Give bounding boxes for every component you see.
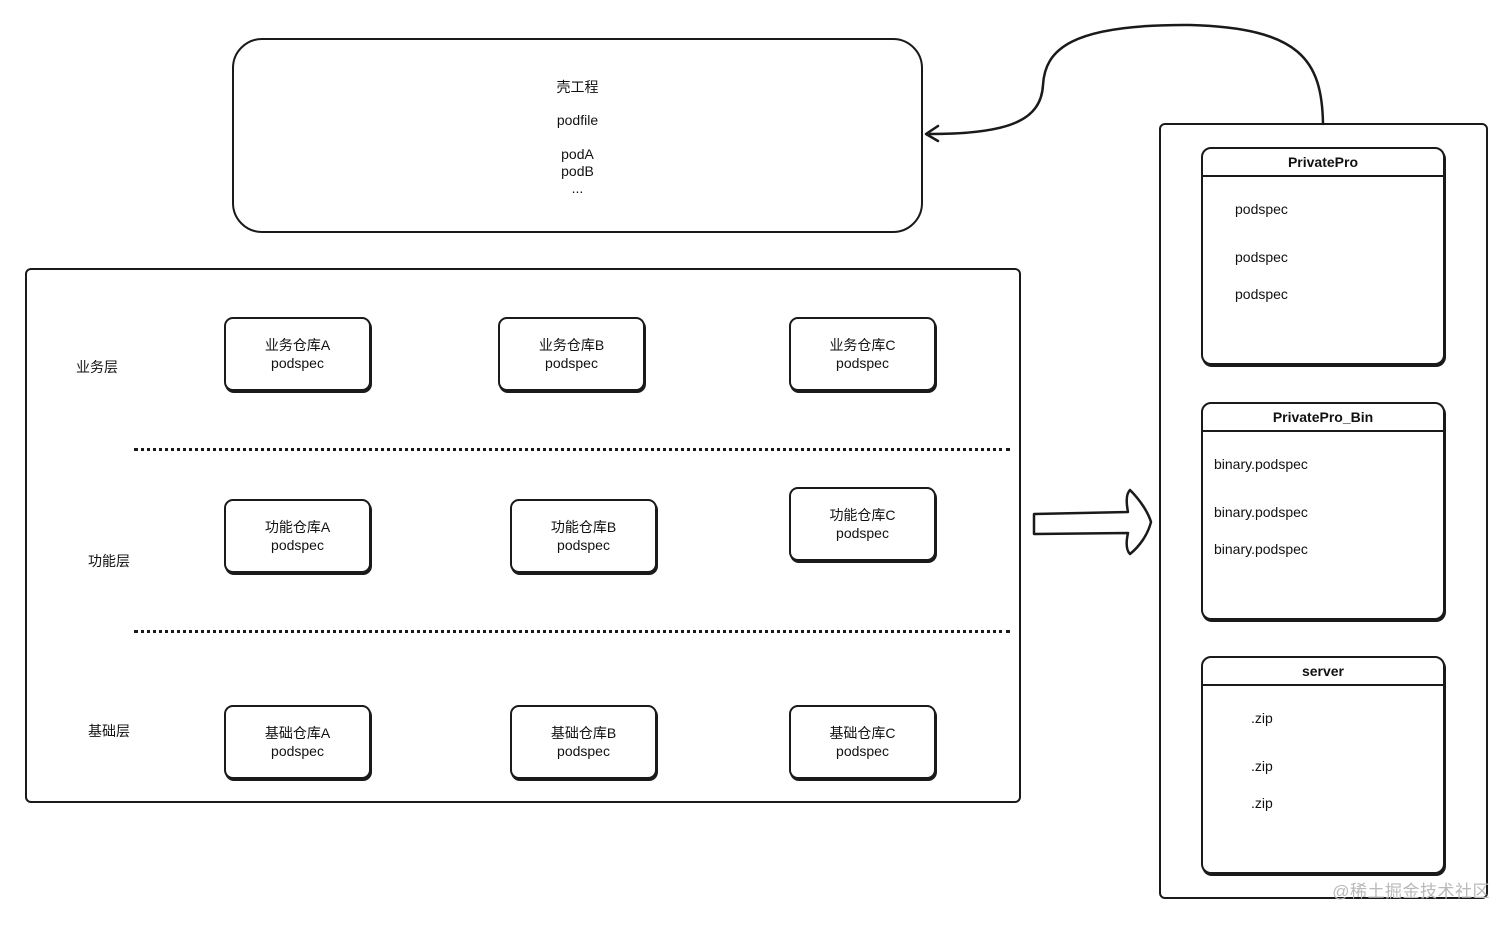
repo-name: 基础仓库B	[550, 725, 617, 741]
privatepro-bin-table: PrivatePro_Bin binary.podspec binary.pod…	[1201, 402, 1445, 620]
repo-name: 业务仓库A	[264, 337, 331, 353]
table-row: .zip	[1251, 758, 1273, 774]
repo-base-a: 基础仓库A podspec	[224, 705, 371, 779]
table-title: server	[1203, 658, 1443, 686]
repo-name: 基础仓库A	[264, 725, 331, 741]
table-row: podspec	[1235, 201, 1288, 217]
repo-spec: podspec	[836, 743, 889, 759]
table-row: binary.podspec	[1214, 541, 1308, 557]
repo-function-b: 功能仓库B podspec	[510, 499, 657, 573]
server-table: server .zip .zip .zip	[1201, 656, 1445, 874]
repo-spec: podspec	[271, 355, 324, 371]
repo-function-a: 功能仓库A podspec	[224, 499, 371, 573]
repo-spec: podspec	[271, 743, 324, 759]
repo-function-c: 功能仓库C podspec	[789, 487, 936, 561]
repo-name: 基础仓库C	[829, 725, 896, 741]
repo-base-b: 基础仓库B podspec	[510, 705, 657, 779]
table-title: PrivatePro	[1203, 149, 1443, 177]
curved-arrow	[928, 23, 1325, 136]
watermark: @稀土掘金技术社区	[1332, 882, 1490, 901]
table-row: binary.podspec	[1214, 456, 1308, 472]
repo-spec: podspec	[836, 355, 889, 371]
repo-business-a: 业务仓库A podspec	[224, 317, 371, 391]
table-row: podspec	[1235, 249, 1288, 265]
layer-divider	[134, 630, 1010, 633]
repo-spec: podspec	[557, 537, 610, 553]
shell-podfile: podfile	[556, 112, 599, 128]
table-row: .zip	[1251, 710, 1273, 726]
repo-base-c: 基础仓库C podspec	[789, 705, 936, 779]
block-arrow-right	[1032, 488, 1153, 556]
table-row: .zip	[1251, 795, 1273, 811]
table-row: podspec	[1235, 286, 1288, 302]
curved-arrow-head	[924, 124, 940, 143]
shell-project-box: 壳工程 podfile podA podB ...	[232, 38, 923, 233]
shell-pod-b: podB	[561, 163, 594, 179]
repo-business-b: 业务仓库B podspec	[498, 317, 645, 391]
repo-spec: podspec	[557, 743, 610, 759]
layer-label-function: 功能层	[88, 553, 130, 569]
layer-label-base: 基础层	[88, 723, 130, 739]
shell-pod-more: ...	[571, 180, 584, 196]
repo-name: 功能仓库A	[264, 519, 331, 535]
table-title: PrivatePro_Bin	[1203, 404, 1443, 432]
shell-pod-a: podA	[561, 146, 594, 162]
repo-spec: podspec	[271, 537, 324, 553]
repo-spec: podspec	[545, 355, 598, 371]
table-row: binary.podspec	[1214, 504, 1308, 520]
shell-title: 壳工程	[556, 79, 599, 95]
privatepro-table: PrivatePro podspec podspec podspec	[1201, 147, 1445, 365]
repo-name: 业务仓库B	[538, 337, 605, 353]
repo-business-c: 业务仓库C podspec	[789, 317, 936, 391]
layer-label-business: 业务层	[76, 359, 118, 375]
repo-name: 功能仓库C	[829, 507, 896, 523]
layer-divider	[134, 448, 1010, 451]
repo-name: 功能仓库B	[550, 519, 617, 535]
repo-name: 业务仓库C	[829, 337, 896, 353]
repo-spec: podspec	[836, 525, 889, 541]
